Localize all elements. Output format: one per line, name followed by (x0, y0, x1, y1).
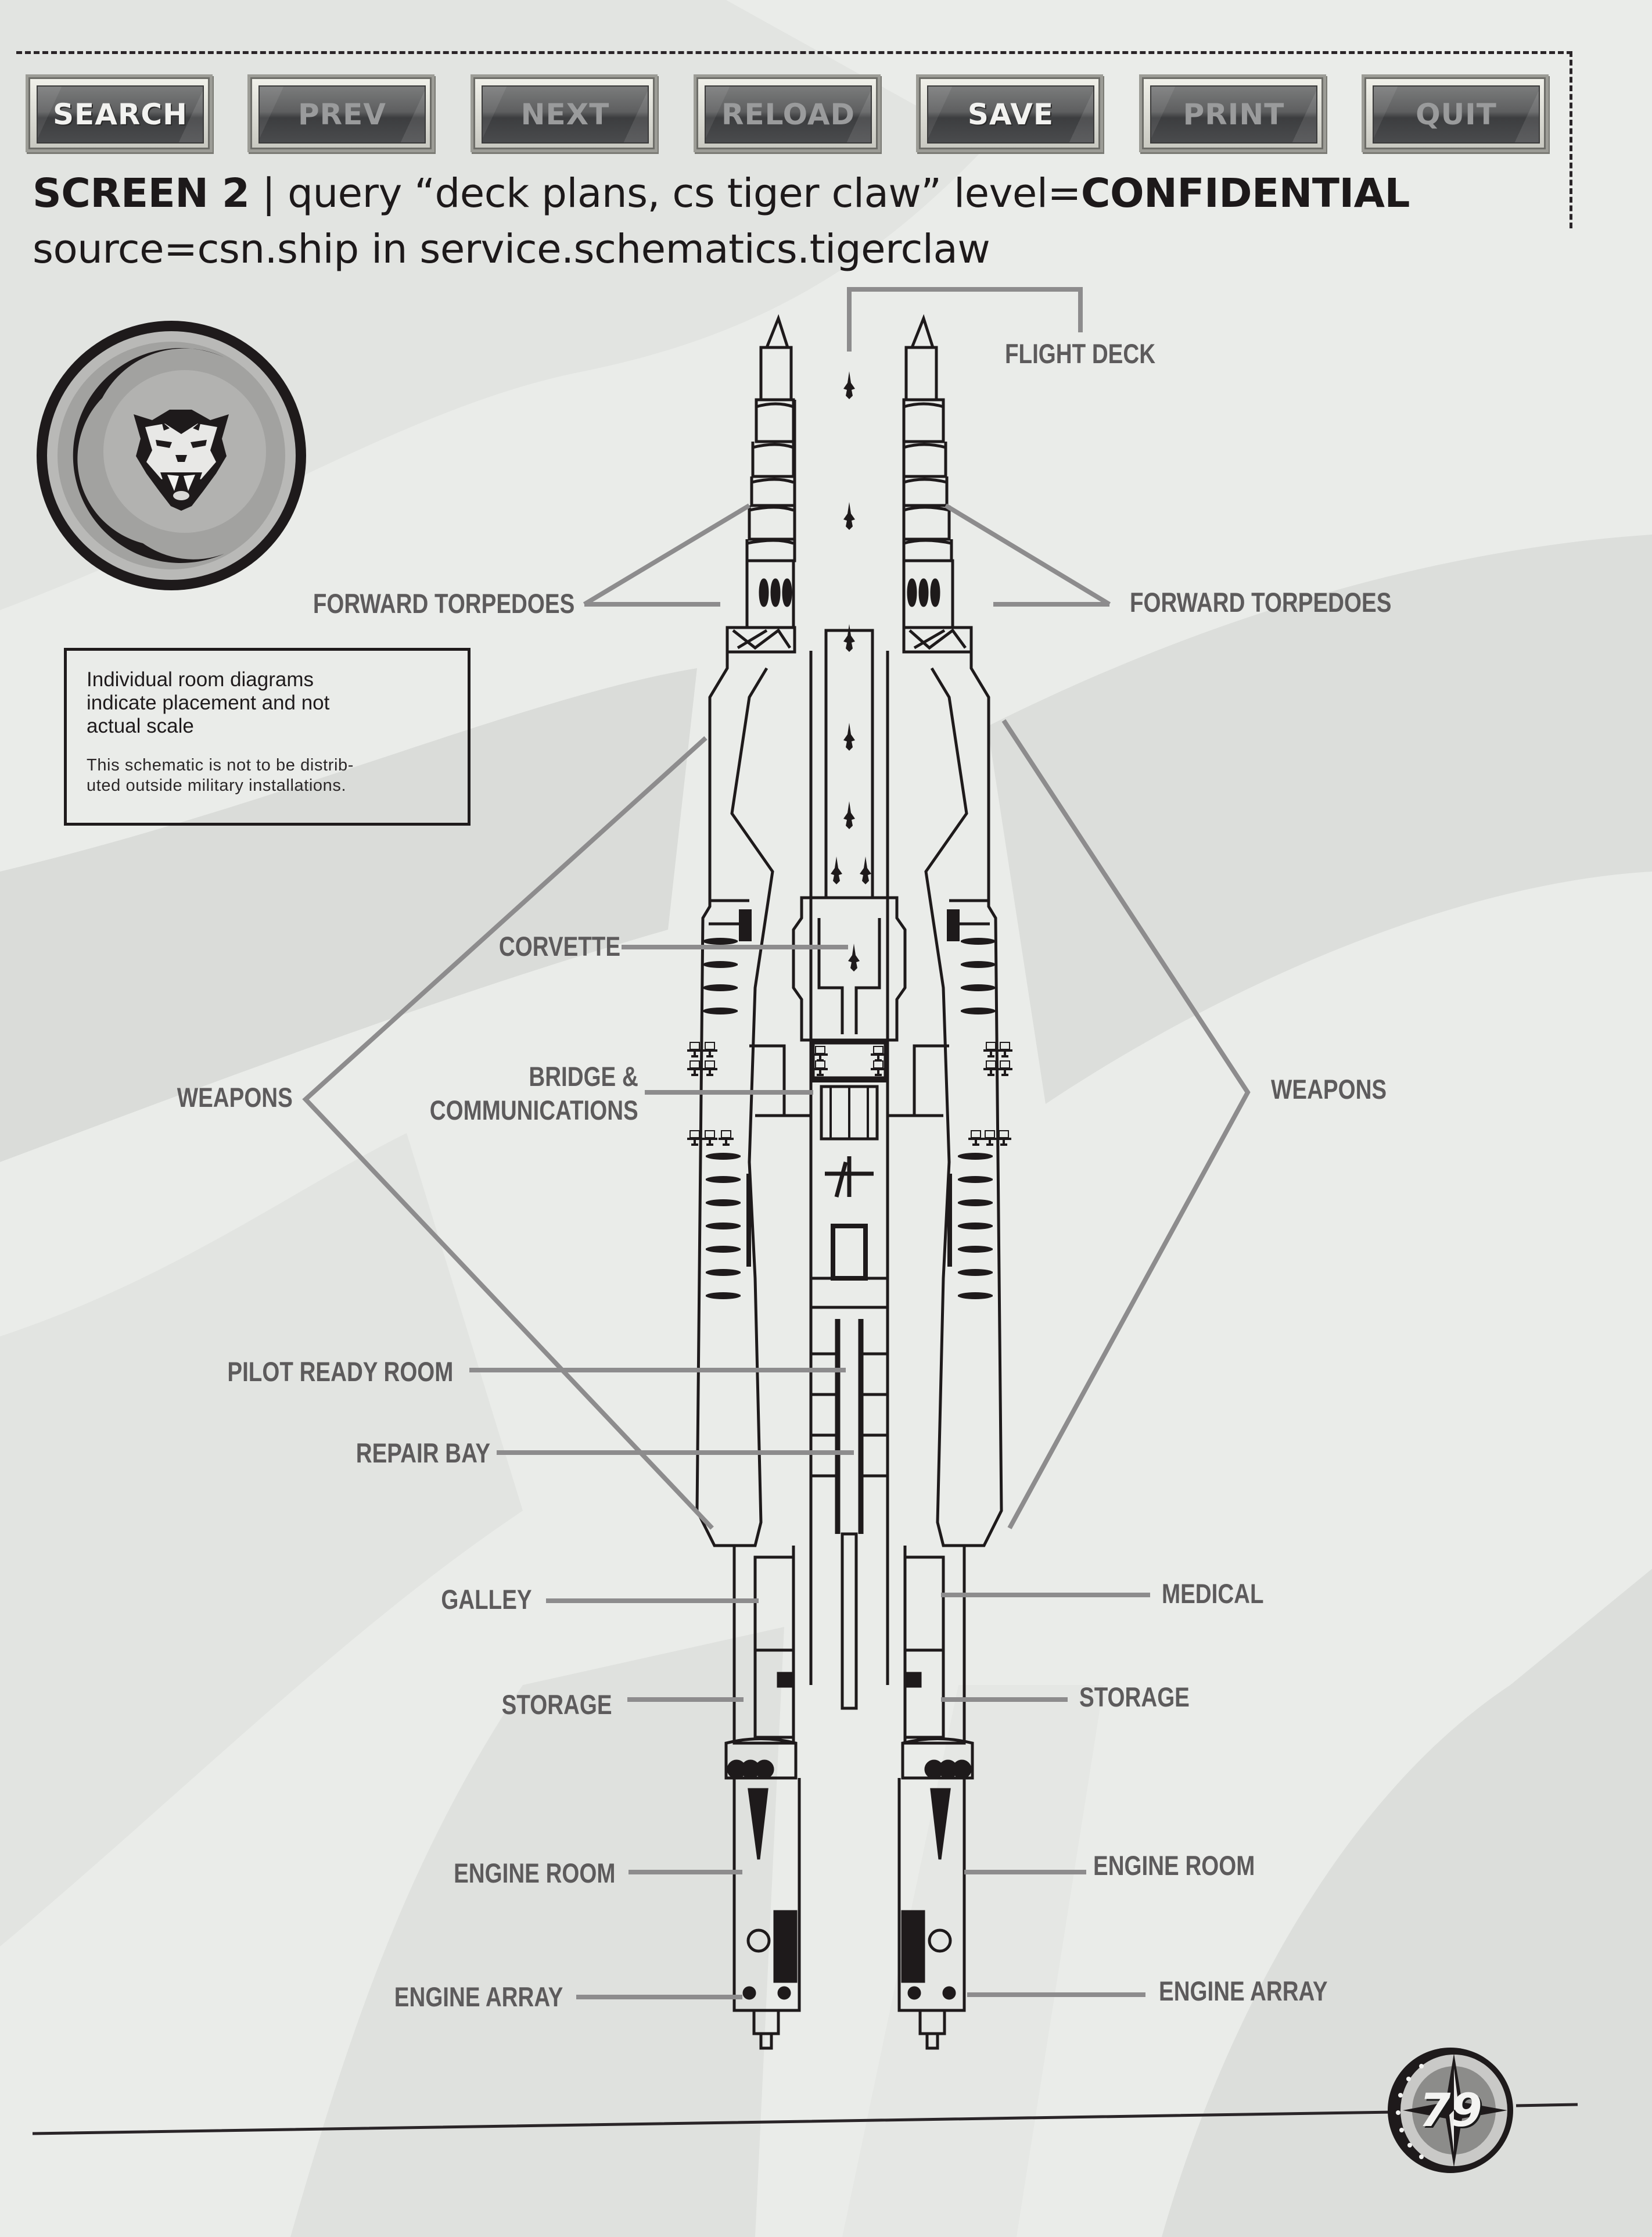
callout-lines (302, 287, 1251, 1999)
security-level: CONFIDENTIAL (1080, 170, 1410, 217)
label-medical: MEDICAL (1162, 1578, 1264, 1609)
heading-separator: | (249, 170, 288, 217)
source-line: source=csn.ship in service.schematics.ti… (33, 226, 990, 273)
label-bridge-line1: BRIDGE & (529, 1061, 638, 1092)
right-forward-pod (902, 314, 1003, 1547)
reload-button[interactable]: RELOAD (694, 74, 881, 152)
tiger-head-icon (134, 410, 229, 511)
label-pilot-ready-room: PILOT READY ROOM (227, 1356, 453, 1387)
footer-rule (32, 2103, 1578, 2135)
disclaimer-main-line: indicate placement and not (87, 691, 330, 714)
right-aft-pod (897, 1546, 974, 2050)
reload-button-label: RELOAD (721, 98, 856, 131)
save-button-label: SAVE (967, 98, 1054, 131)
label-engine-array-left: ENGINE ARRAY (394, 1981, 563, 2012)
forward-torpedoes-right-leader (944, 503, 1111, 607)
label-bridge-line2: COMMUNICATIONS (430, 1095, 638, 1125)
print-button[interactable]: PRINT (1139, 74, 1326, 152)
weapons-right-leader (1001, 719, 1251, 1529)
disclaimer-sub-line: uted outside military installations. (87, 776, 347, 795)
label-engine-room-left: ENGINE ROOM (453, 1858, 615, 1888)
query-line: SCREEN 2 | query “deck plans, cs tiger c… (33, 166, 1410, 221)
label-galley: GALLEY (441, 1584, 532, 1615)
query-text: query “deck plans, cs tiger claw” level= (288, 170, 1081, 217)
next-button-label: NEXT (520, 98, 610, 131)
next-button[interactable]: NEXT (471, 74, 658, 152)
disclaimer-main-line: actual scale (87, 715, 194, 737)
page-number: 79 (1419, 2084, 1482, 2137)
label-forward-torpedoes-right: FORWARD TORPEDOES (1130, 587, 1392, 618)
flight-deck-fighters (831, 371, 871, 971)
weapons-left-leader (302, 736, 714, 1530)
screen-label: SCREEN 2 (33, 170, 250, 217)
page-number-badge: 79 (1385, 2045, 1516, 2176)
flight-deck-leader (847, 287, 1083, 352)
left-forward-pod (695, 314, 796, 1547)
label-flight-deck: FLIGHT DECK (1005, 338, 1156, 369)
hull-outline (695, 314, 1003, 2050)
prev-button[interactable]: PREV (247, 74, 434, 152)
quit-button-label: QUIT (1416, 98, 1497, 131)
disclaimer-main-line: Individual room diagrams (87, 668, 314, 691)
forward-torpedoes-left-leader (583, 503, 751, 607)
search-button-label: SEARCH (53, 98, 188, 131)
label-storage-left: STORAGE (502, 1689, 612, 1720)
disclaimer-box: Individual room diagrams indicate placem… (64, 648, 471, 826)
label-storage-right: STORAGE (1079, 1682, 1190, 1712)
weapon-bunks-left (702, 937, 742, 1300)
label-corvette: CORVETTE (498, 931, 620, 962)
left-aft-pod (724, 1546, 801, 2050)
print-button-label: PRINT (1183, 98, 1285, 131)
prev-button-label: PREV (298, 98, 386, 131)
quit-button[interactable]: QUIT (1362, 74, 1549, 152)
tiger-claw-emblem (37, 321, 306, 590)
save-button[interactable]: SAVE (916, 74, 1103, 152)
disclaimer-main-text: Individual room diagrams indicate placem… (87, 668, 448, 738)
label-weapons-left: WEAPONS (177, 1082, 293, 1113)
disclaimer-sub-text: This schematic is not to be distrib- ute… (87, 755, 448, 796)
compass-star-icon (1388, 2048, 1513, 2173)
weapon-bunks-right (957, 937, 997, 1300)
label-repair-bay: REPAIR BAY (355, 1437, 490, 1468)
label-weapons-right: WEAPONS (1271, 1074, 1387, 1105)
nav-dashed-frame (16, 51, 1572, 228)
central-spine (792, 629, 907, 1710)
label-engine-array-right: ENGINE ARRAY (1159, 1976, 1328, 2006)
label-forward-torpedoes-left: FORWARD TORPEDOES (313, 588, 574, 619)
disclaimer-sub-line: This schematic is not to be distrib- (87, 756, 354, 775)
label-engine-room-right: ENGINE ROOM (1093, 1850, 1255, 1881)
search-button[interactable]: SEARCH (26, 74, 213, 152)
black-blocks (739, 909, 960, 1267)
query-heading: SCREEN 2 | query “deck plans, cs tiger c… (33, 166, 1410, 277)
